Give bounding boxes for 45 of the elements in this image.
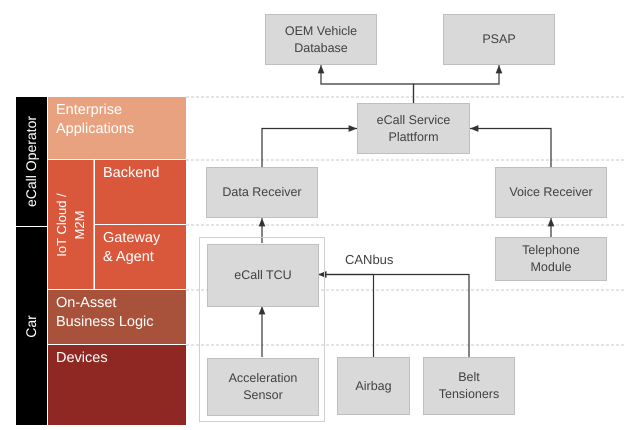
component-box [443, 14, 555, 65]
component-box [495, 167, 607, 218]
box-label: Voice Receiver [509, 184, 593, 201]
box-label: PSAP [482, 31, 516, 48]
component-box [423, 357, 515, 415]
layer-band [48, 290, 186, 344]
box-label: Belt Tensioners [438, 369, 500, 403]
layer-label: eCall Operator [22, 116, 40, 208]
layer-band [48, 345, 186, 425]
layer-band [95, 225, 186, 289]
box-label: eCall TCU [234, 267, 292, 284]
box-label: eCall Service Plattform [376, 112, 452, 146]
box-label: Airbag [355, 378, 392, 394]
layer-label: Backend [103, 164, 160, 183]
component-box [207, 358, 319, 416]
domain-band [16, 97, 47, 226]
component-box [357, 103, 470, 154]
component-box [265, 14, 377, 65]
arrow [261, 125, 357, 167]
box-label: Acceleration Sensor [228, 370, 298, 404]
arrow [258, 218, 266, 243]
box-label: OEM Vehicle Database [284, 22, 358, 56]
bus-label: CANbus [345, 251, 394, 269]
layer-band [48, 97, 186, 159]
arrow [318, 271, 470, 357]
component-box [207, 244, 319, 307]
box-label: Telephone Module [521, 242, 581, 276]
arrow [412, 65, 502, 103]
arrow [548, 218, 554, 237]
domain-band [16, 227, 47, 425]
layer-label: On-Asset Business Logic [56, 294, 155, 332]
arrow [258, 306, 266, 357]
layer-label: Devices [56, 349, 109, 368]
layer-label: Enterprise Applications [56, 101, 136, 139]
layer-band [95, 160, 186, 224]
arrow [470, 125, 552, 167]
layer-label: IoT Cloud / M2M [52, 192, 88, 258]
layer-label: Gateway & Agent [103, 229, 162, 267]
layer-band [48, 160, 94, 289]
component-box [495, 237, 607, 281]
layer-label: Car [22, 314, 40, 338]
group-frame [199, 237, 325, 422]
component-box [206, 167, 318, 218]
component-box [337, 357, 410, 415]
box-label: Data Receiver [222, 184, 302, 201]
